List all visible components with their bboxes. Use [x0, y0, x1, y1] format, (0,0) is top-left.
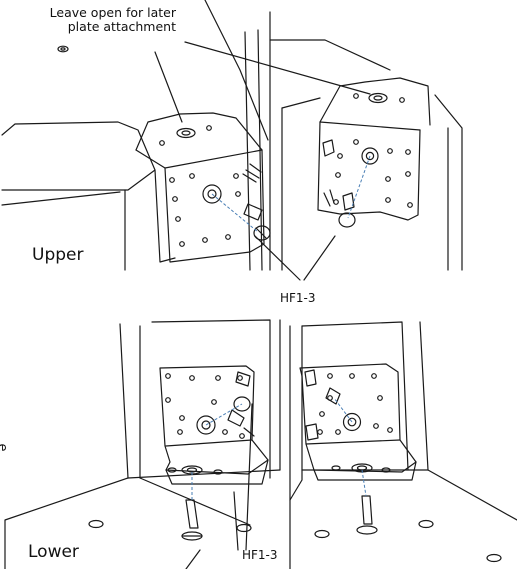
washer-icon — [57, 45, 69, 53]
leave-open-line-2: plate attachment — [67, 19, 176, 34]
clipped-edge-text: e — [0, 444, 10, 452]
lower-left-bracket — [159, 365, 269, 541]
upper-left-bracket — [135, 112, 271, 263]
alignment-guides — [191, 155, 371, 500]
leave-open-note: Leave open for later plate attachment — [18, 6, 176, 34]
upper-label: Upper — [32, 245, 84, 265]
upper-right-bracket — [317, 77, 431, 228]
callout-lines — [154, 0, 371, 551]
upper-right-panel — [269, 11, 463, 271]
lower-right-bracket — [299, 363, 417, 535]
leave-open-line-1: Leave open for later — [49, 5, 176, 20]
lower-left-panel — [4, 319, 281, 569]
upper-left-panel — [1, 29, 263, 271]
hf-upper-label: HF1-3 — [280, 291, 316, 305]
lower-label: Lower — [28, 542, 79, 562]
hf-lower-label: HF1-3 — [242, 548, 278, 562]
